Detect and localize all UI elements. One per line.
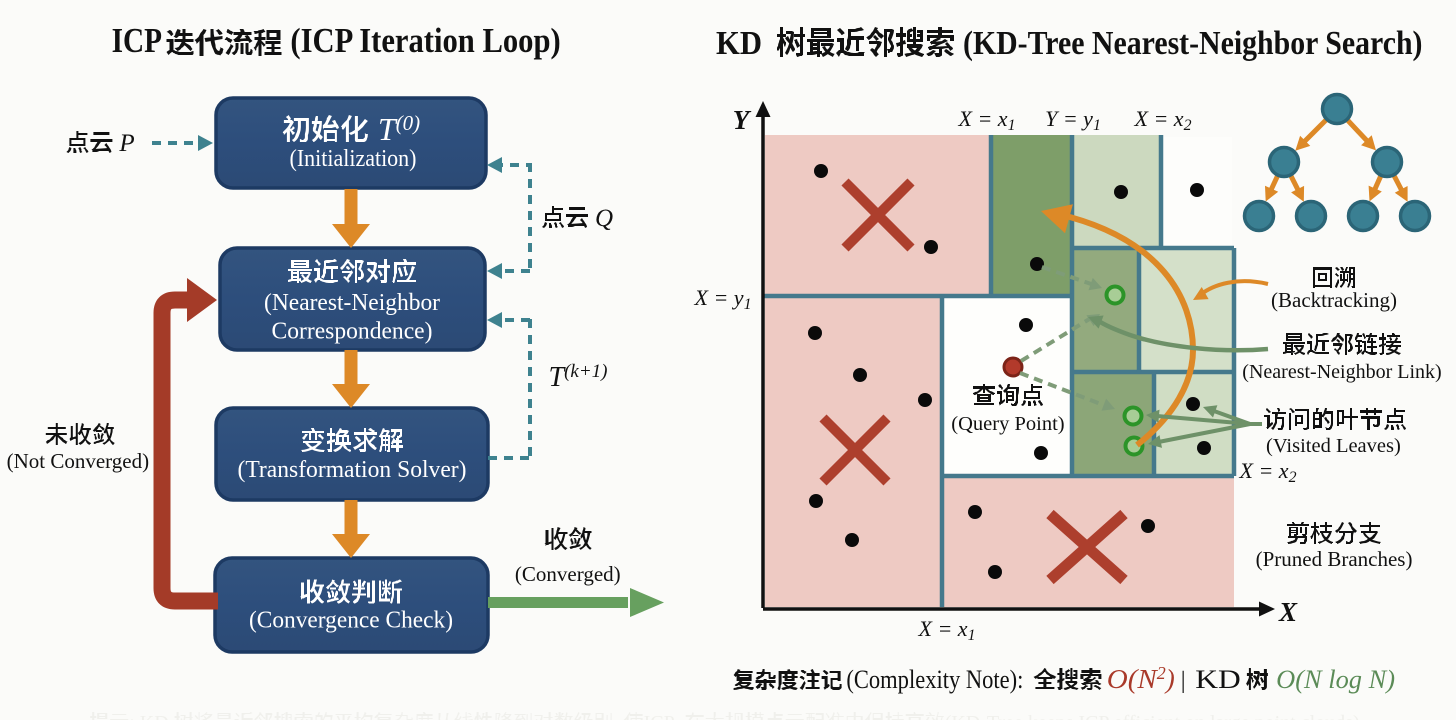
svg-text:X = x: X = x [1239, 458, 1289, 483]
svg-text:T: T [549, 362, 567, 393]
svg-text:(Initialization): (Initialization) [290, 145, 417, 172]
svg-text:1: 1 [1008, 117, 1016, 134]
svg-text:X = x: X = x [958, 106, 1008, 131]
svg-text:(ICP Iteration Loop): (ICP Iteration Loop) [290, 21, 560, 60]
svg-text:2: 2 [1289, 469, 1297, 486]
svg-text:2: 2 [1184, 117, 1192, 134]
svg-text:O(N log N): O(N log N) [1276, 665, 1395, 694]
svg-text:P: P [118, 130, 134, 157]
svg-text:T: T [378, 111, 398, 147]
svg-text:Correspondence): Correspondence) [272, 318, 433, 345]
svg-text:KD: KD [1195, 665, 1241, 694]
svg-text:(Pruned Branches): (Pruned Branches) [1256, 547, 1413, 571]
svg-text:): ) [1164, 664, 1175, 694]
svg-text:(Complexity Note):: (Complexity Note): [846, 665, 1023, 694]
svg-text:(Converged): (Converged) [515, 562, 621, 586]
svg-text:: KD: : KD [129, 712, 168, 720]
svg-text:X = y: X = y [694, 285, 744, 310]
svg-text:(KD-Tree Nearest-Neighbor Sear: (KD-Tree Nearest-Neighbor Search) [963, 25, 1423, 62]
svg-text:(Nearest-Neighbor Link): (Nearest-Neighbor Link) [1242, 361, 1441, 383]
svg-text:(Not Converged): (Not Converged) [7, 449, 150, 473]
svg-text:(KD-Tree keeps ICP efficient o: (KD-Tree keeps ICP efficient on large po… [945, 712, 1360, 720]
svg-text:O(N: O(N [1107, 664, 1159, 694]
svg-text:(Backtracking): (Backtracking) [1271, 288, 1397, 312]
svg-text:1: 1 [968, 627, 976, 644]
svg-text:Y: Y [733, 105, 752, 135]
svg-text:(Transformation Solver): (Transformation Solver) [238, 456, 467, 483]
svg-text:ICP: ICP [644, 712, 675, 720]
svg-text:KD: KD [716, 25, 762, 62]
svg-text:(Visited Leaves): (Visited Leaves) [1266, 435, 1401, 457]
svg-text:ICP: ICP [112, 21, 162, 60]
svg-text:(Nearest-Neighbor: (Nearest-Neighbor [264, 289, 440, 316]
svg-text:(0): (0) [396, 111, 421, 135]
svg-text:(Convergence Check): (Convergence Check) [249, 607, 453, 634]
svg-text:(Query Point): (Query Point) [951, 413, 1064, 435]
svg-text:|: | [1181, 668, 1186, 694]
svg-text:X = x: X = x [918, 616, 968, 641]
svg-text:(k+1): (k+1) [564, 361, 607, 382]
svg-text:2: 2 [1157, 663, 1166, 683]
svg-text:X: X [1278, 597, 1298, 627]
svg-text:Q: Q [595, 205, 613, 232]
svg-text:1: 1 [1093, 117, 1101, 134]
svg-text:1: 1 [744, 296, 752, 313]
svg-text:X = x: X = x [1134, 106, 1184, 131]
svg-text:Y = y: Y = y [1045, 106, 1093, 131]
svg-text:,: , [614, 712, 619, 720]
